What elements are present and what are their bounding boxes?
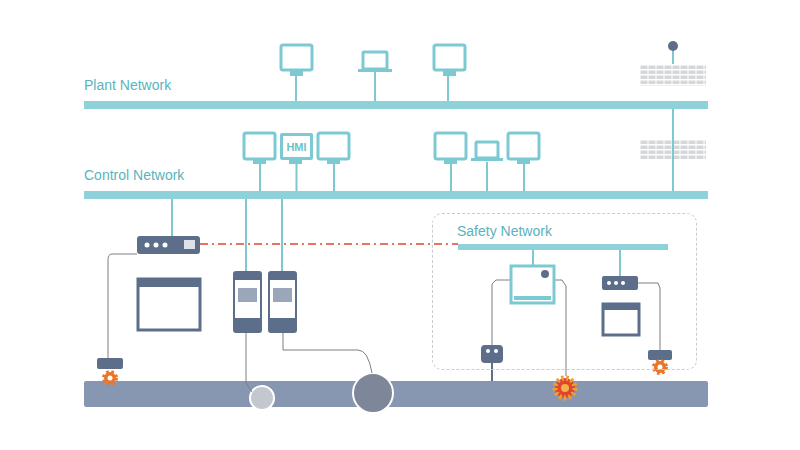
node-label: Safety Network bbox=[457, 223, 552, 239]
safety-region: Safety Network bbox=[432, 213, 697, 370]
node-label: Control Network bbox=[84, 167, 184, 183]
network-band: Control Network bbox=[84, 191, 708, 199]
network-link bbox=[673, 109, 674, 191]
network-link bbox=[296, 160, 297, 191]
network-band: Plant Network bbox=[84, 101, 708, 109]
node-label: Plant Network bbox=[84, 77, 171, 93]
hmi-monitor: HMI bbox=[280, 133, 313, 160]
node-label: HMI bbox=[286, 141, 306, 153]
